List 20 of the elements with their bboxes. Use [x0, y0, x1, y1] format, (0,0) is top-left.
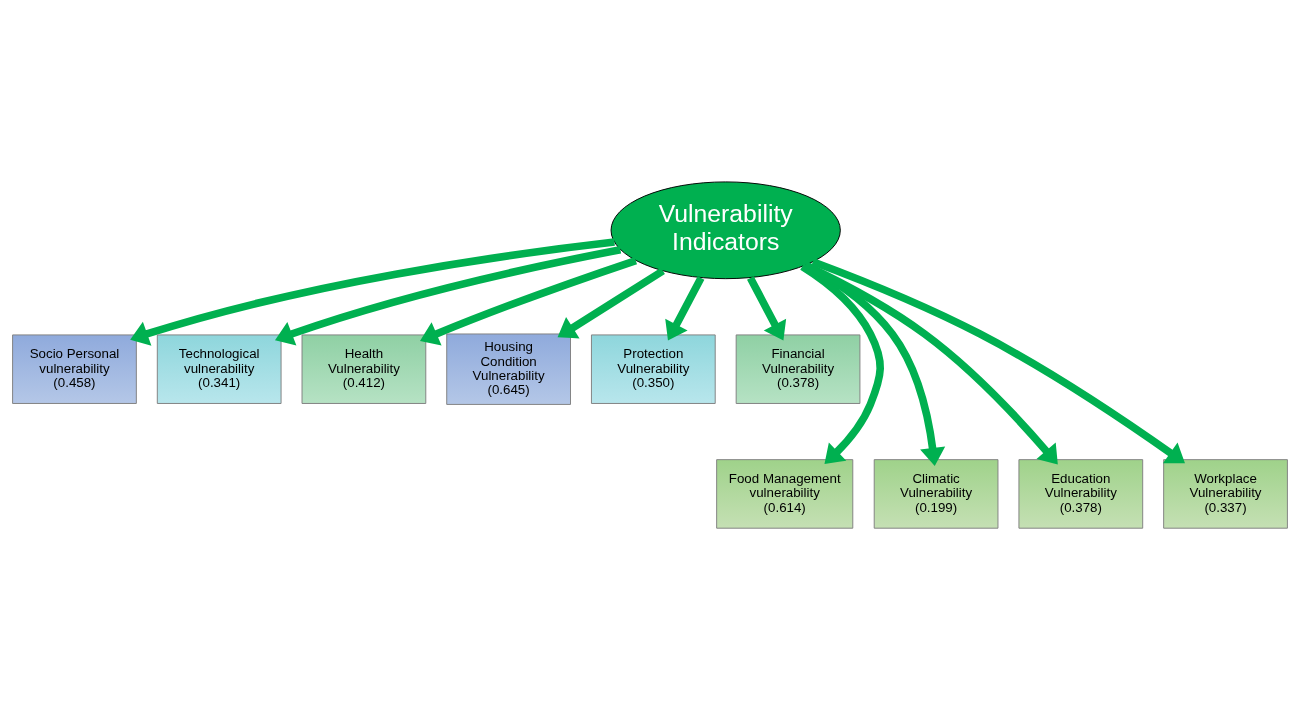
arrow: [557, 267, 665, 338]
node-box: Protection Vulnerability (0.350): [590, 333, 716, 404]
arrow: [747, 275, 787, 340]
arrow: [803, 261, 1058, 464]
node-box: Health Vulnerability (0.412): [301, 333, 427, 404]
arrow: [130, 237, 615, 346]
node-box: Socio Personal vulnerability (0.458): [12, 333, 137, 404]
node-box: Technological vulnerability (0.341): [156, 333, 282, 404]
arrow: [665, 275, 705, 340]
arrow: [419, 256, 638, 345]
arrow: [800, 262, 884, 464]
arrow: [275, 245, 622, 346]
node-ellipse: Vulnerability Indicators: [610, 180, 841, 279]
node-box: Food Management vulnerability (0.614): [716, 458, 854, 529]
node-box: Climatic Vulnerability (0.199): [873, 458, 999, 529]
node-box: Financial Vulnerability (0.378): [735, 333, 861, 404]
node-box: Education Vulnerability (0.378): [1018, 458, 1144, 529]
node-box: Housing Condition Vulnerability (0.645): [446, 333, 571, 405]
arrow: [811, 257, 1185, 463]
node-box: Workplace Vulnerability (0.337): [1163, 458, 1288, 529]
